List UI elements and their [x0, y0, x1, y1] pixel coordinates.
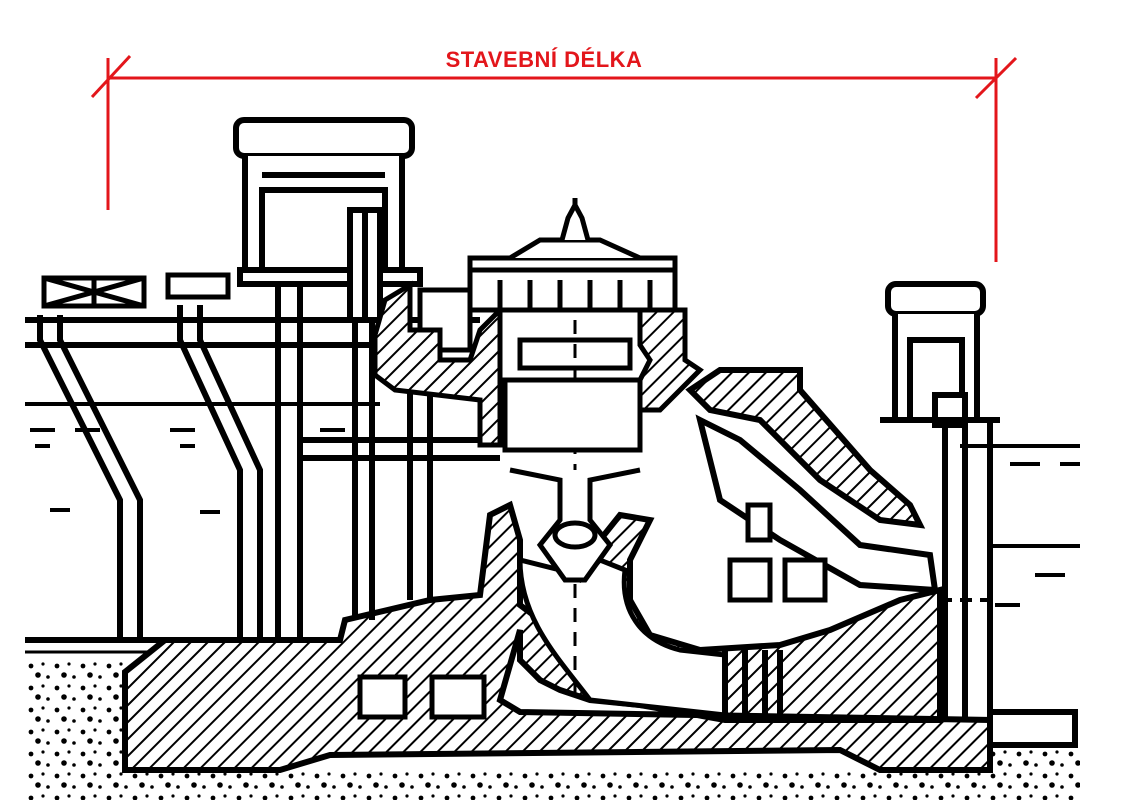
foundation-opening-1 — [357, 674, 408, 720]
draft-tube-gallery — [727, 502, 828, 603]
tailrace-walls — [722, 417, 1078, 748]
gate-shaft — [347, 207, 383, 323]
turbine-unit — [502, 320, 643, 700]
trash-rack-trolley-left — [41, 272, 231, 309]
foundation-opening-2 — [429, 674, 487, 720]
dimension-label: STAVEBNÍ DÉLKA — [446, 47, 643, 72]
gantry-crane-downstream — [885, 281, 986, 428]
gantry-crane-upstream — [233, 117, 423, 287]
dimension-line — [90, 54, 1018, 262]
draft-tube — [517, 556, 728, 718]
powerhouse-hall — [417, 198, 678, 353]
